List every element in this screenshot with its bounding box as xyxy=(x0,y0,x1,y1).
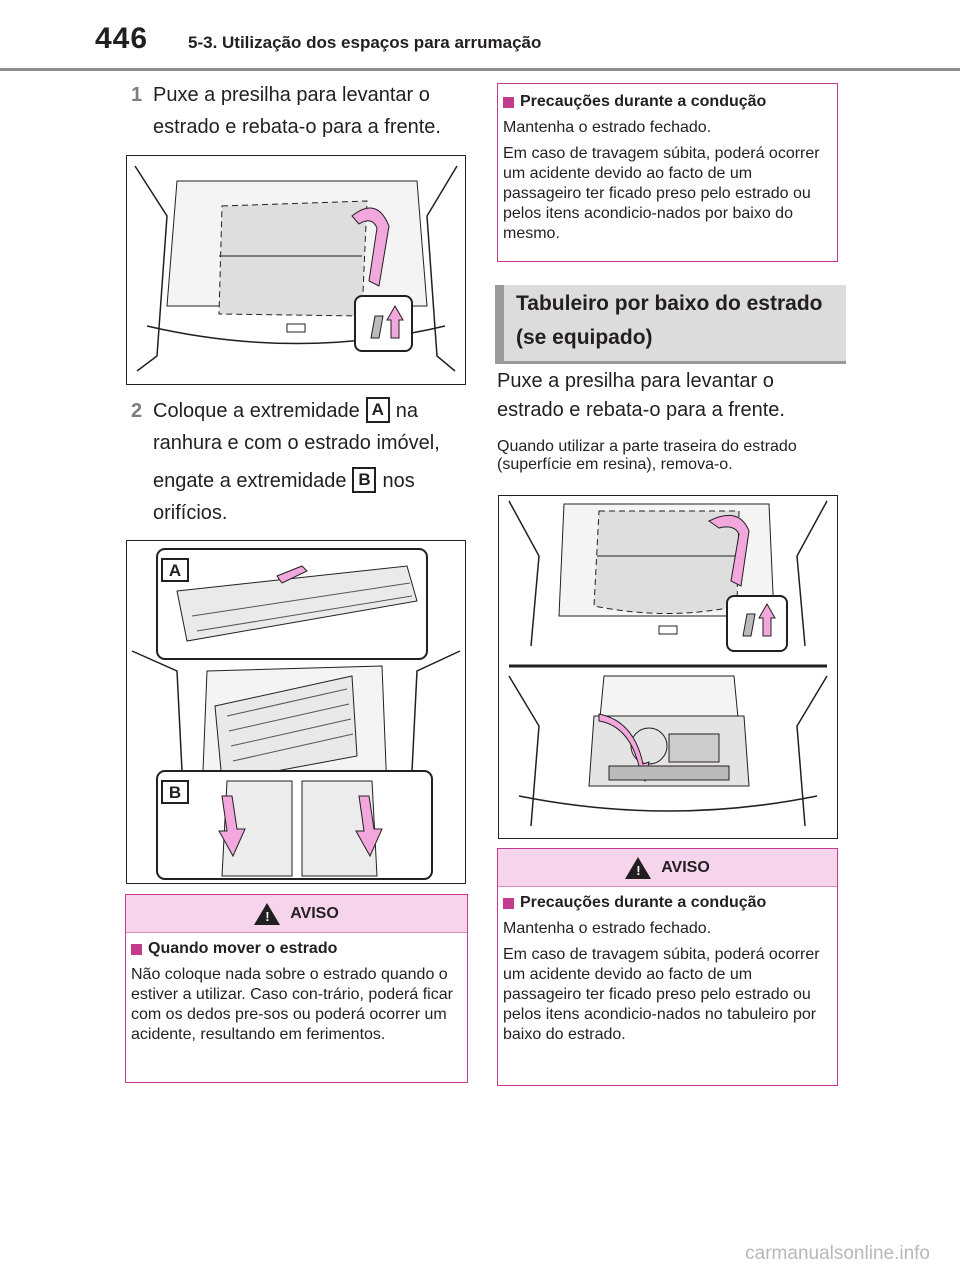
precautions-line-1: Mantenha o estrado fechado. xyxy=(503,119,712,136)
warning-line-1: Mantenha o estrado fechado. xyxy=(503,920,712,937)
step-2-text-3: engate a extremidade xyxy=(153,470,347,492)
page-number: 446 xyxy=(95,22,149,55)
section-title: 5-3. Utilização dos espaços para arrumaç… xyxy=(188,33,542,52)
figure-underfloor-tray xyxy=(498,495,838,839)
step-2-text-2: na ranhura e com o estrado imóvel, xyxy=(153,400,440,454)
step-2-text-4: nos orifícios. xyxy=(153,470,415,524)
warning-box-driving: ! AVISO Precauções durante a condução Ma… xyxy=(497,848,838,1086)
intro-text: Puxe a presilha para levantar o estrado … xyxy=(497,370,785,421)
label-b-badge: B xyxy=(352,467,377,493)
precautions-line-2: Em caso de travagem súbita, poderá ocorr… xyxy=(503,145,820,242)
step-2-text-1: Coloque a extremidade xyxy=(153,400,360,422)
step-1-number: 1 xyxy=(131,84,143,106)
figure-lift-floor-board xyxy=(126,155,466,385)
bullet-square-icon xyxy=(131,943,142,955)
warning-header: ! AVISO xyxy=(498,849,837,887)
note-text: Quando utilizar a parte traseira do estr… xyxy=(497,438,797,473)
step-1-text: Puxe a presilha para levantar o estrado … xyxy=(153,84,441,138)
warning-title: AVISO xyxy=(661,858,710,876)
warning-subhead: Quando mover o estrado xyxy=(148,940,338,957)
warning-triangle-icon: ! xyxy=(254,902,281,925)
step-2-number: 2 xyxy=(131,400,143,422)
warning-title: AVISO xyxy=(290,904,339,922)
figure-label-b: B xyxy=(169,783,181,802)
warning-subhead: Precauções durante a condução xyxy=(520,894,767,911)
bullet-square-icon xyxy=(503,96,514,108)
precautions-box: Precauções durante a condução Mantenha o… xyxy=(497,83,838,262)
warning-header: ! AVISO xyxy=(126,895,467,933)
figure-install-floor-board: A B xyxy=(126,540,466,884)
warning-line-2: Em caso de travagem súbita, poderá ocorr… xyxy=(503,946,820,1043)
figure-label-a: A xyxy=(169,561,181,580)
section-heading-underfloor-tray: Tabuleiro por baixo do estrado (se equip… xyxy=(495,285,846,364)
warning-body: Não coloque nada sobre o estrado quando … xyxy=(131,966,453,1043)
precautions-subhead: Precauções durante a condução xyxy=(520,93,767,110)
warning-triangle-icon: ! xyxy=(625,856,652,879)
step-1: 1 Puxe a presilha para levantar o estrad… xyxy=(131,79,473,143)
bullet-square-icon xyxy=(503,897,514,909)
header-divider xyxy=(0,68,960,71)
label-a-badge: A xyxy=(365,397,390,423)
watermark: carmanualsonline.info xyxy=(745,1243,930,1264)
warning-box-moving-board: ! AVISO Quando mover o estrado Não coloq… xyxy=(125,894,468,1083)
